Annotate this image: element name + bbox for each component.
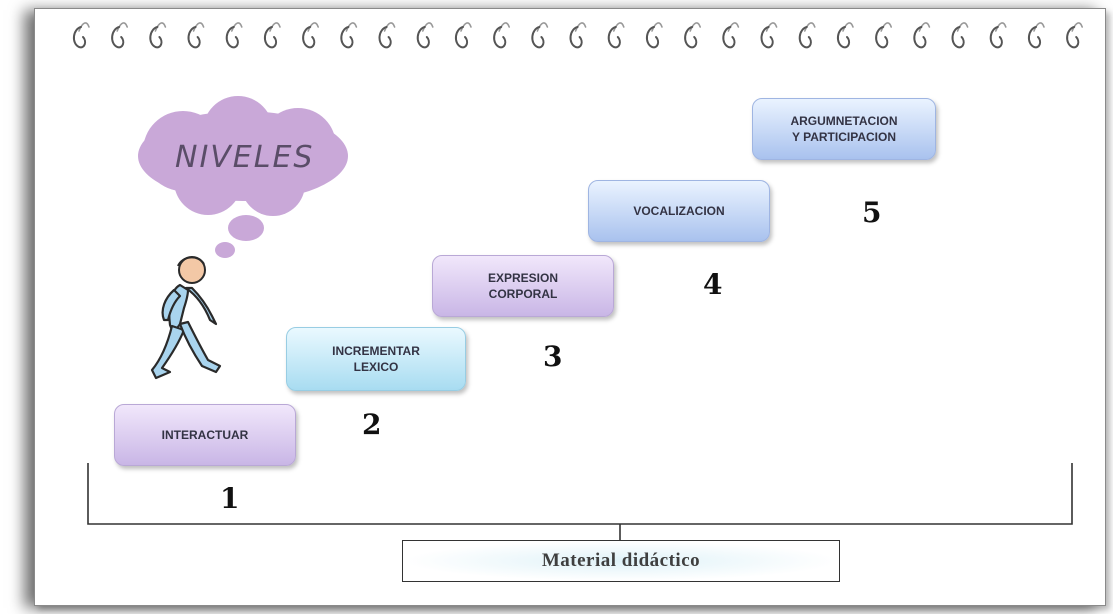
step-4-box: VOCALIZACION [588,180,770,242]
step-5-box: ARGUMNETACION Y PARTICIPACION [752,98,936,160]
spiral-ring-icon [302,22,319,49]
spiral-ring-icon [989,22,1007,49]
spiral-ring-icon [646,22,663,49]
step-2-box: INCREMENTAR LEXICO [286,327,466,391]
spiral-ring-icon [225,22,243,49]
spiral-ring-icon [913,22,931,49]
spiral-ring-icon [149,22,167,49]
material-didactico-label: Material didáctico [402,540,840,582]
cloud-label: NIVELES [175,140,315,175]
step-3-box: EXPRESION CORPORAL [432,255,614,317]
spiral-ring-icon [416,22,434,49]
step-1-box: INTERACTUAR [114,404,296,466]
spiral-ring-icon [684,22,701,49]
step-2-number: 2 [362,408,382,441]
spiral-ring-icon [531,22,549,49]
spiral-ring-icon [1066,22,1083,49]
spiral-binding [73,22,1083,49]
spiral-ring-icon [1028,22,1045,49]
spiral-ring-icon [837,22,854,49]
spiral-ring-icon [340,22,358,49]
spiral-ring-icon [607,22,625,49]
spiral-ring-icon [760,22,778,49]
spiral-ring-icon [455,22,472,49]
spiral-ring-icon [798,22,816,49]
step-5-number: 5 [862,196,882,229]
spiral-ring-icon [875,22,892,49]
spiral-ring-icon [722,22,740,49]
step-4-number: 4 [703,268,723,301]
step-1-number: 1 [220,482,240,515]
step-3-number: 3 [543,340,563,373]
spiral-ring-icon [493,22,510,49]
thought-cloud-icon [138,96,348,258]
walking-person-icon [150,256,222,380]
spiral-ring-icon [264,22,281,49]
spiral-ring-icon [73,22,90,49]
spiral-ring-icon [378,22,396,49]
spiral-ring-icon [111,22,128,49]
spiral-ring-icon [951,22,969,49]
spiral-ring-icon [187,22,205,49]
spiral-ring-icon [569,22,587,49]
